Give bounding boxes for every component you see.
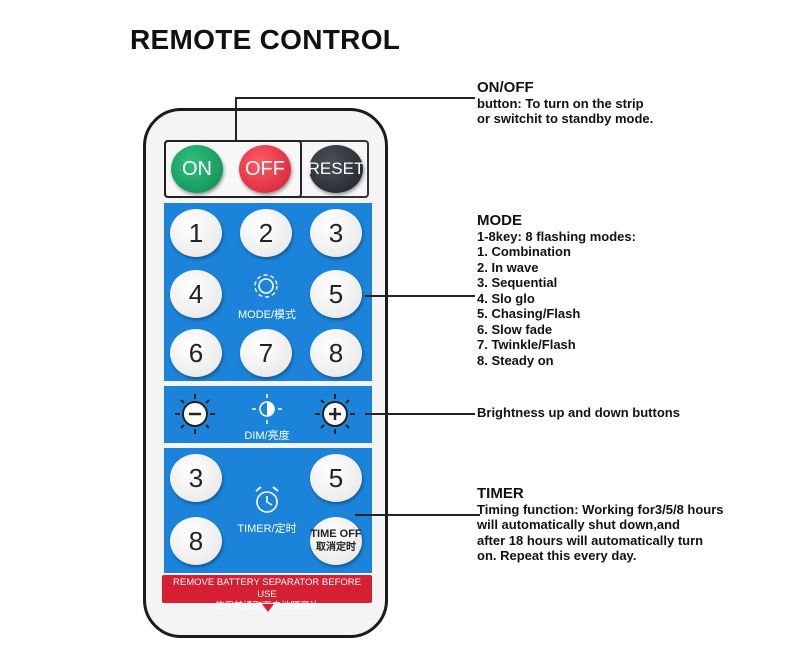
timer-annotation: TIMER Timing function: Working for3/5/8 … bbox=[477, 486, 724, 564]
onoff-leader-horizontal bbox=[235, 97, 475, 99]
brightness-down-icon[interactable] bbox=[170, 390, 220, 438]
timer-label: TIMER/定时 bbox=[237, 523, 297, 535]
brightness-leader bbox=[365, 413, 475, 415]
timer-key-5[interactable]: 5 bbox=[310, 454, 362, 502]
off-button[interactable]: OFF bbox=[239, 145, 291, 193]
mode-line: 3. Sequential bbox=[477, 275, 558, 290]
timer-leader bbox=[355, 514, 480, 516]
time-off-label: TIME OFF bbox=[310, 528, 362, 540]
gear-icon bbox=[254, 274, 278, 298]
brightness-up-icon[interactable] bbox=[310, 390, 360, 438]
mode-key-7[interactable]: 7 bbox=[240, 329, 292, 377]
onoff-leader-vertical bbox=[235, 97, 237, 142]
mode-key-3[interactable]: 3 bbox=[310, 209, 362, 257]
mode-heading: MODE bbox=[477, 212, 522, 229]
on-button[interactable]: ON bbox=[171, 145, 223, 193]
time-off-button[interactable]: TIME OFF 取消定时 bbox=[310, 517, 362, 565]
mode-line: 4. Slo glo bbox=[477, 290, 535, 306]
dim-label: DIM/亮度 bbox=[244, 430, 290, 442]
mode-annotation: MODE 1-8key: 8 flashing modes: 1. Combin… bbox=[477, 213, 636, 368]
mode-line: 1-8key: 8 flashing modes: bbox=[477, 228, 636, 244]
reset-button[interactable]: RESET bbox=[308, 145, 364, 193]
mode-key-8[interactable]: 8 bbox=[310, 329, 362, 377]
timer-heading: TIMER bbox=[477, 485, 524, 502]
battery-warning: REMOVE BATTERY SEPARATOR BEFORE USE 使用前请… bbox=[162, 575, 372, 612]
alarm-clock-icon bbox=[255, 486, 279, 513]
mode-key-4[interactable]: 4 bbox=[170, 270, 222, 318]
page-title: REMOTE CONTROL bbox=[130, 24, 401, 55]
timer-line: on. Repeat this every day. bbox=[477, 548, 637, 563]
mode-line: 8. Steady on bbox=[477, 352, 554, 368]
mode-key-6[interactable]: 6 bbox=[170, 329, 222, 377]
onoff-heading: ON/OFF bbox=[477, 79, 534, 96]
mode-line: 6. Slow fade bbox=[477, 321, 553, 337]
dim-sun-icon bbox=[252, 394, 282, 424]
timer-line: will automatically shut down,and bbox=[477, 517, 680, 532]
mode-line: 5. Chasing/Flash bbox=[477, 306, 581, 321]
onoff-line: or switchit to standby mode. bbox=[477, 111, 654, 126]
onoff-annotation: ON/OFF button: To turn on the strip or s… bbox=[477, 80, 653, 127]
onoff-frame bbox=[164, 140, 302, 198]
mode-line: 2. In wave bbox=[477, 259, 539, 275]
timer-key-8[interactable]: 8 bbox=[170, 517, 222, 565]
mode-key-2[interactable]: 2 bbox=[240, 209, 292, 257]
mode-leader bbox=[365, 295, 475, 297]
pull-tab-arrow-icon bbox=[262, 604, 274, 612]
mode-key-5[interactable]: 5 bbox=[310, 270, 362, 318]
mode-line: 1. Combination bbox=[477, 244, 571, 259]
timer-key-3[interactable]: 3 bbox=[170, 454, 222, 502]
mode-label: MODE/模式 bbox=[237, 309, 297, 321]
mode-key-1[interactable]: 1 bbox=[170, 209, 222, 257]
time-off-label-cn: 取消定时 bbox=[316, 542, 356, 553]
mode-line: 7. Twinkle/Flash bbox=[477, 337, 576, 352]
warning-text-en: REMOVE BATTERY SEPARATOR BEFORE USE bbox=[173, 577, 361, 600]
brightness-annotation: Brightness up and down buttons bbox=[477, 405, 680, 420]
timer-line: Timing function: Working for3/5/8 hours bbox=[477, 501, 724, 517]
timer-line: after 18 hours will automatically turn bbox=[477, 532, 704, 548]
onoff-line: button: To turn on the strip bbox=[477, 95, 644, 111]
